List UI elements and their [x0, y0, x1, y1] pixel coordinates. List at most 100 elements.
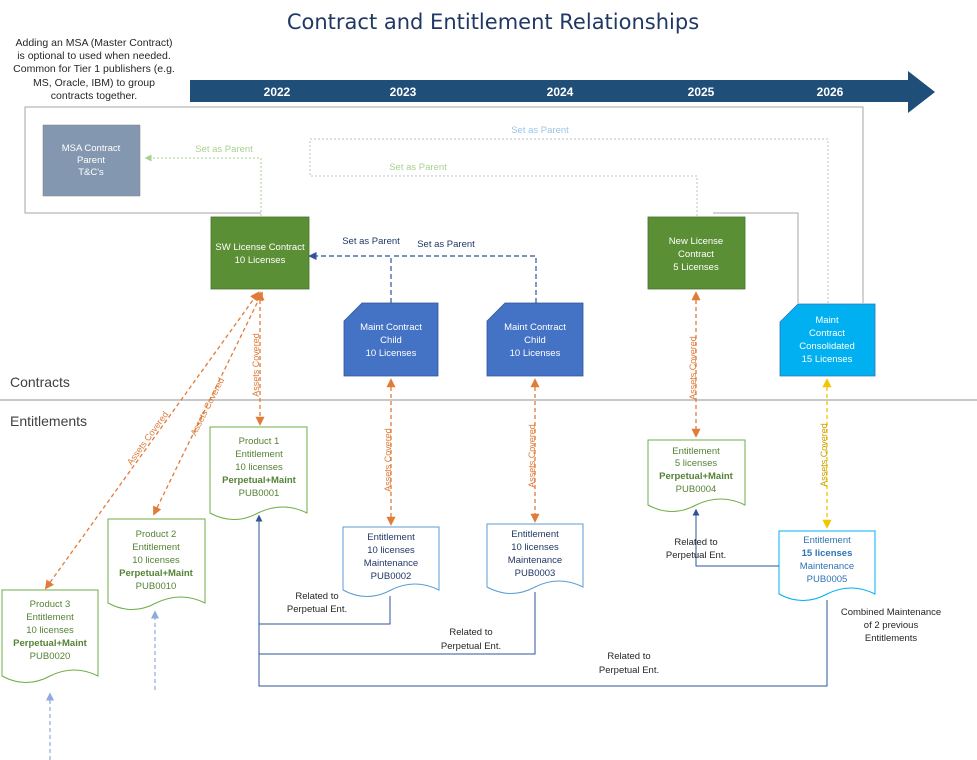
- ent-line: PUB0001: [239, 488, 280, 499]
- msa-contract[interactable]: MSA Contract Parent T&C's: [42, 124, 141, 197]
- maint-child-line: Maint Contract: [360, 322, 422, 333]
- msa-group-frame: [24, 106, 864, 303]
- related-line-m2: [259, 592, 536, 655]
- related-label: Perpetual Ent.: [599, 665, 659, 676]
- entitlement-product1[interactable]: Product 1 Entitlement 10 licenses Perpet…: [209, 426, 308, 520]
- entitlement-product3[interactable]: Product 3 Entitlement 10 licenses Perpet…: [1, 589, 99, 683]
- maint-contract-child-1[interactable]: Maint Contract Child 10 Licenses: [343, 302, 439, 377]
- combined-note-line: Entitlements: [865, 633, 918, 644]
- msa-note: Adding an MSA (Master Contract) is optio…: [13, 37, 175, 102]
- entitlement-maint2[interactable]: Entitlement 10 licenses Maintenance PUB0…: [486, 523, 584, 594]
- year-label: 2026: [817, 85, 844, 99]
- ent-line: Perpetual+Maint: [13, 638, 87, 649]
- maint-contract-child-2[interactable]: Maint Contract Child 10 Licenses: [486, 302, 584, 377]
- assets-covered-connectors: [44, 291, 832, 590]
- assets-label: Assets Covered: [251, 333, 261, 397]
- page-title: Contract and Entitlement Relationships: [287, 10, 699, 34]
- msa-note-line: Adding an MSA (Master Contract): [16, 37, 173, 49]
- ent-line: Entitlement: [672, 446, 720, 457]
- assets-label: Assets Covered: [688, 336, 698, 400]
- related-connectors: [255, 508, 828, 687]
- ent-line: Entitlement: [367, 532, 415, 543]
- msa-note-line: Common for Tier 1 publishers (e.g.: [13, 63, 175, 75]
- ent-line: Entitlement: [235, 449, 283, 460]
- ent-line: PUB0004: [676, 484, 717, 495]
- related-line-m1: [259, 596, 391, 625]
- ent-line: Maintenance: [508, 555, 562, 566]
- ent-line: PUB0003: [515, 568, 556, 579]
- ent-line: 5 licenses: [675, 458, 717, 469]
- year-label: 2025: [688, 85, 715, 99]
- assets-line-p2: [153, 291, 263, 516]
- contracts-section-label: Contracts: [10, 374, 70, 390]
- entitlement-ent5[interactable]: Entitlement 15 licenses Maintenance PUB0…: [778, 530, 876, 601]
- msa-group-frame-inner: [713, 212, 799, 303]
- related-labels: Related to Perpetual Ent. Related to Per…: [287, 537, 726, 676]
- ent-line: Product 2: [136, 529, 177, 540]
- sw-license-contract[interactable]: SW License Contract 10 Licenses: [210, 216, 310, 290]
- year-label: 2024: [547, 85, 574, 99]
- related-label: Perpetual Ent.: [666, 550, 726, 561]
- set-parent-line-maint2: [391, 255, 537, 303]
- ent-line: Entitlement: [511, 529, 559, 540]
- ent-line: Entitlement: [803, 535, 851, 546]
- msa-note-line: is optional to used when needed.: [17, 50, 171, 62]
- set-parent-label-maint2: Set as Parent: [417, 239, 475, 250]
- related-line-e4: [692, 508, 779, 567]
- maint-child-line: Child: [524, 335, 546, 346]
- ent-line: Perpetual+Maint: [119, 568, 193, 579]
- ent-line: 10 licenses: [511, 542, 559, 553]
- maint-child-line: Child: [380, 335, 402, 346]
- ent-line: Product 3: [30, 599, 71, 610]
- related-label: Related to: [295, 591, 338, 602]
- assets-label: Assets Covered: [125, 410, 170, 467]
- entitlement-maint1[interactable]: Entitlement 10 licenses Maintenance PUB0…: [342, 526, 440, 597]
- sw-license-line: SW License Contract: [215, 242, 305, 253]
- entitlement-product2[interactable]: Product 2 Entitlement 10 licenses Perpet…: [107, 518, 206, 610]
- assets-label: Assets Covered: [383, 428, 393, 492]
- set-parent-label-maint1: Set as Parent: [342, 236, 400, 247]
- maint-contract-consolidated[interactable]: Maint Contract Consolidated 15 Licenses: [779, 303, 876, 377]
- related-label: Related to: [607, 651, 650, 662]
- year-label: 2023: [390, 85, 417, 99]
- consolidated-line: 15 Licenses: [802, 354, 853, 365]
- ent-line: PUB0020: [30, 651, 71, 662]
- set-parent-line-consolidated: [309, 138, 829, 303]
- consolidated-line: Maint: [815, 315, 839, 326]
- new-license-line: 5 Licenses: [673, 262, 719, 273]
- related-label: Related to: [674, 537, 717, 548]
- ent-line: PUB0010: [136, 581, 177, 592]
- assets-label: Assets Covered: [819, 423, 829, 487]
- combined-note: Combined Maintenance of 2 previous Entit…: [841, 607, 941, 644]
- related-label: Perpetual Ent.: [441, 641, 501, 652]
- ent-line: Maintenance: [364, 558, 418, 569]
- related-line-e5: [255, 514, 828, 687]
- entitlement-ent4[interactable]: Entitlement 5 licenses Perpetual+Maint P…: [647, 439, 746, 512]
- ent-line: 15 licenses: [802, 548, 853, 559]
- set-parent-line-maint: [308, 251, 392, 303]
- ent-line: Entitlement: [132, 542, 180, 553]
- ent-line: 10 licenses: [132, 555, 180, 566]
- ent-line: Maintenance: [800, 561, 854, 572]
- consolidated-line: Consolidated: [799, 341, 854, 352]
- new-license-contract[interactable]: New License Contract 5 Licenses: [647, 216, 746, 290]
- msa-note-line: MS, Oracle, IBM) to group: [33, 77, 155, 89]
- ent-line: 10 licenses: [367, 545, 415, 556]
- set-parent-line-sw: [144, 154, 262, 216]
- year-label: 2022: [264, 85, 291, 99]
- ent-line: Product 1: [239, 436, 280, 447]
- related-label: Related to: [449, 627, 492, 638]
- combined-note-line: Combined Maintenance: [841, 607, 941, 618]
- timeline-years: 2022 2023 2024 2025 2026: [264, 85, 844, 99]
- set-parent-label-new: Set as Parent: [389, 162, 447, 173]
- ent-line: Perpetual+Maint: [659, 471, 733, 482]
- ent-line: PUB0005: [807, 574, 848, 585]
- maint-child-line: 10 Licenses: [510, 348, 561, 359]
- maint-child-line: Maint Contract: [504, 322, 566, 333]
- set-parent-label-consolidated: Set as Parent: [511, 125, 569, 136]
- ent-line: 10 licenses: [235, 462, 283, 473]
- timeline-arrow: [190, 71, 935, 113]
- msa-contract-line: T&C's: [78, 167, 104, 178]
- msa-contract-line: Parent: [77, 155, 105, 166]
